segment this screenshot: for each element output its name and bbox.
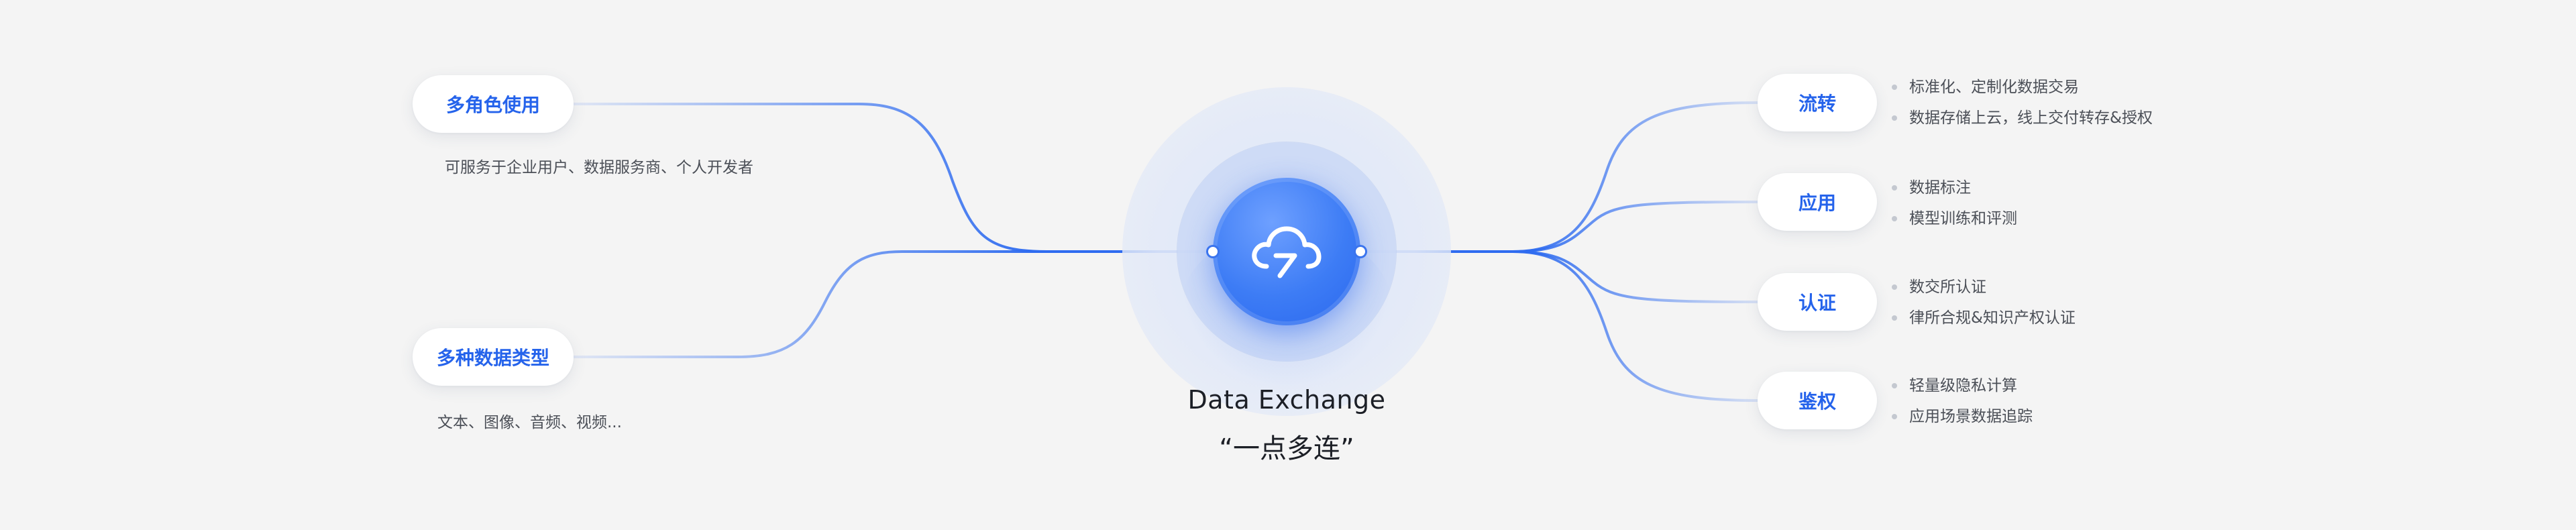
node-circulation[interactable]: 流转 [1758,74,1877,131]
list-item: 数据标注 [1892,172,2017,203]
connector-right-1 [1512,101,1758,253]
list-item: 模型训练和评测 [1892,203,2017,234]
node-multi-role-desc: 可服务于企业用户、数据服务商、个人开发者 [445,159,753,176]
center-subtitle: “一点多连” [1219,433,1354,464]
connector-right-2 [1512,201,1758,253]
left-junction-dot [1208,247,1218,256]
node-multi-data-types-desc: 文本、图像、音频、视频... [437,414,622,431]
node-application[interactable]: 应用 [1758,173,1877,231]
node-authorization-list: 轻量级隐私计算 应用场景数据追踪 [1892,370,2033,432]
node-multi-data-types[interactable]: 多种数据类型 [413,328,574,386]
list-item: 律所合规&知识产权认证 [1892,303,2076,333]
node-certification[interactable]: 认证 [1758,273,1877,331]
list-item: 标准化、定制化数据交易 [1892,72,2153,103]
connector-left-bottom [574,250,1046,358]
list-item: 轻量级隐私计算 [1892,370,2033,401]
node-authorization[interactable]: 鉴权 [1758,372,1877,429]
node-application-list: 数据标注 模型训练和评测 [1892,172,2017,234]
list-item: 应用场景数据追踪 [1892,401,2033,432]
center-title: Data Exchange [1187,385,1386,415]
node-certification-list: 数交所认证 律所合规&知识产权认证 [1892,272,2076,333]
node-circulation-list: 标准化、定制化数据交易 数据存储上云，线上交付转存&授权 [1892,72,2153,134]
list-item: 数交所认证 [1892,272,2076,303]
connector-left-top [574,103,1047,253]
right-junction-dot [1356,247,1365,256]
list-item: 数据存储上云，线上交付转存&授权 [1892,103,2153,134]
center-node[interactable] [1213,178,1360,325]
connector-right-4 [1512,250,1758,402]
node-multi-role[interactable]: 多角色使用 [413,75,574,133]
cloud-exchange-icon [1252,226,1322,278]
connector-right-3 [1512,250,1758,303]
